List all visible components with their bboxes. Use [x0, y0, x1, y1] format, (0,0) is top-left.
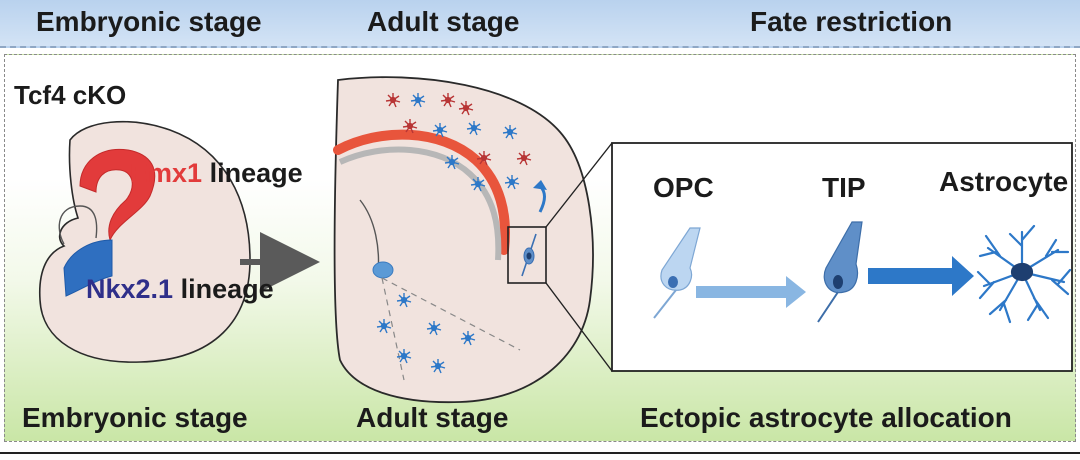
- nkx21-lineage-region: [63, 239, 113, 297]
- header-adult-stage: Adult stage: [367, 6, 520, 37]
- migrating-cell-in-zoom-box: [521, 233, 537, 277]
- corpus-callosum-band: [338, 146, 502, 261]
- adult-emx1-band: [333, 129, 510, 255]
- embryonic-brain-section: [38, 120, 251, 363]
- adult-brain-section: [333, 76, 594, 404]
- ventricle-fold: [58, 205, 98, 245]
- emx1-lineage-label: Emx1 lineage: [130, 158, 303, 189]
- panel-title-tcf4-cko: Tcf4 cKO: [14, 80, 127, 110]
- zoom-connector-top: [545, 142, 613, 228]
- zoom-box: [507, 226, 547, 284]
- adult-brain-outline: [333, 76, 594, 404]
- nkx21-marker: Nkx2.1: [86, 274, 174, 304]
- striatum-dashed-lines: [381, 277, 521, 381]
- tip-cell: [817, 221, 863, 323]
- tip-to-astrocyte-arrow: [868, 256, 974, 296]
- bottom-divider: [0, 452, 1080, 460]
- footer-embryonic-stage: Embryonic stage: [22, 402, 248, 433]
- opc-label: OPC: [653, 172, 714, 203]
- migration-arrowhead: [533, 180, 547, 190]
- header-embryonic-stage: Embryonic stage: [36, 6, 262, 37]
- header-fate-restriction: Fate restriction: [750, 6, 953, 37]
- nkx21-lineage-word: lineage: [180, 274, 274, 304]
- svz-blue-spot: [372, 261, 394, 279]
- nkx21-lineage-label: Nkx2.1 lineage: [86, 274, 274, 305]
- footer-ectopic-astrocyte-allocation: Ectopic astrocyte allocation: [640, 402, 1012, 433]
- footer-adult-stage: Adult stage: [356, 402, 509, 433]
- emx1-marker: Emx1: [130, 158, 203, 188]
- top-header-band: [0, 0, 1080, 48]
- opc-cell: [653, 227, 701, 319]
- zoom-connector-bottom: [545, 282, 613, 372]
- emx1-lineage-word: lineage: [209, 158, 303, 188]
- opc-to-tip-arrow: [696, 276, 806, 308]
- astrocyte-label: Astrocyte: [939, 166, 1069, 197]
- astrocyte-cell: [976, 224, 1072, 324]
- tip-label: TIP: [822, 172, 866, 203]
